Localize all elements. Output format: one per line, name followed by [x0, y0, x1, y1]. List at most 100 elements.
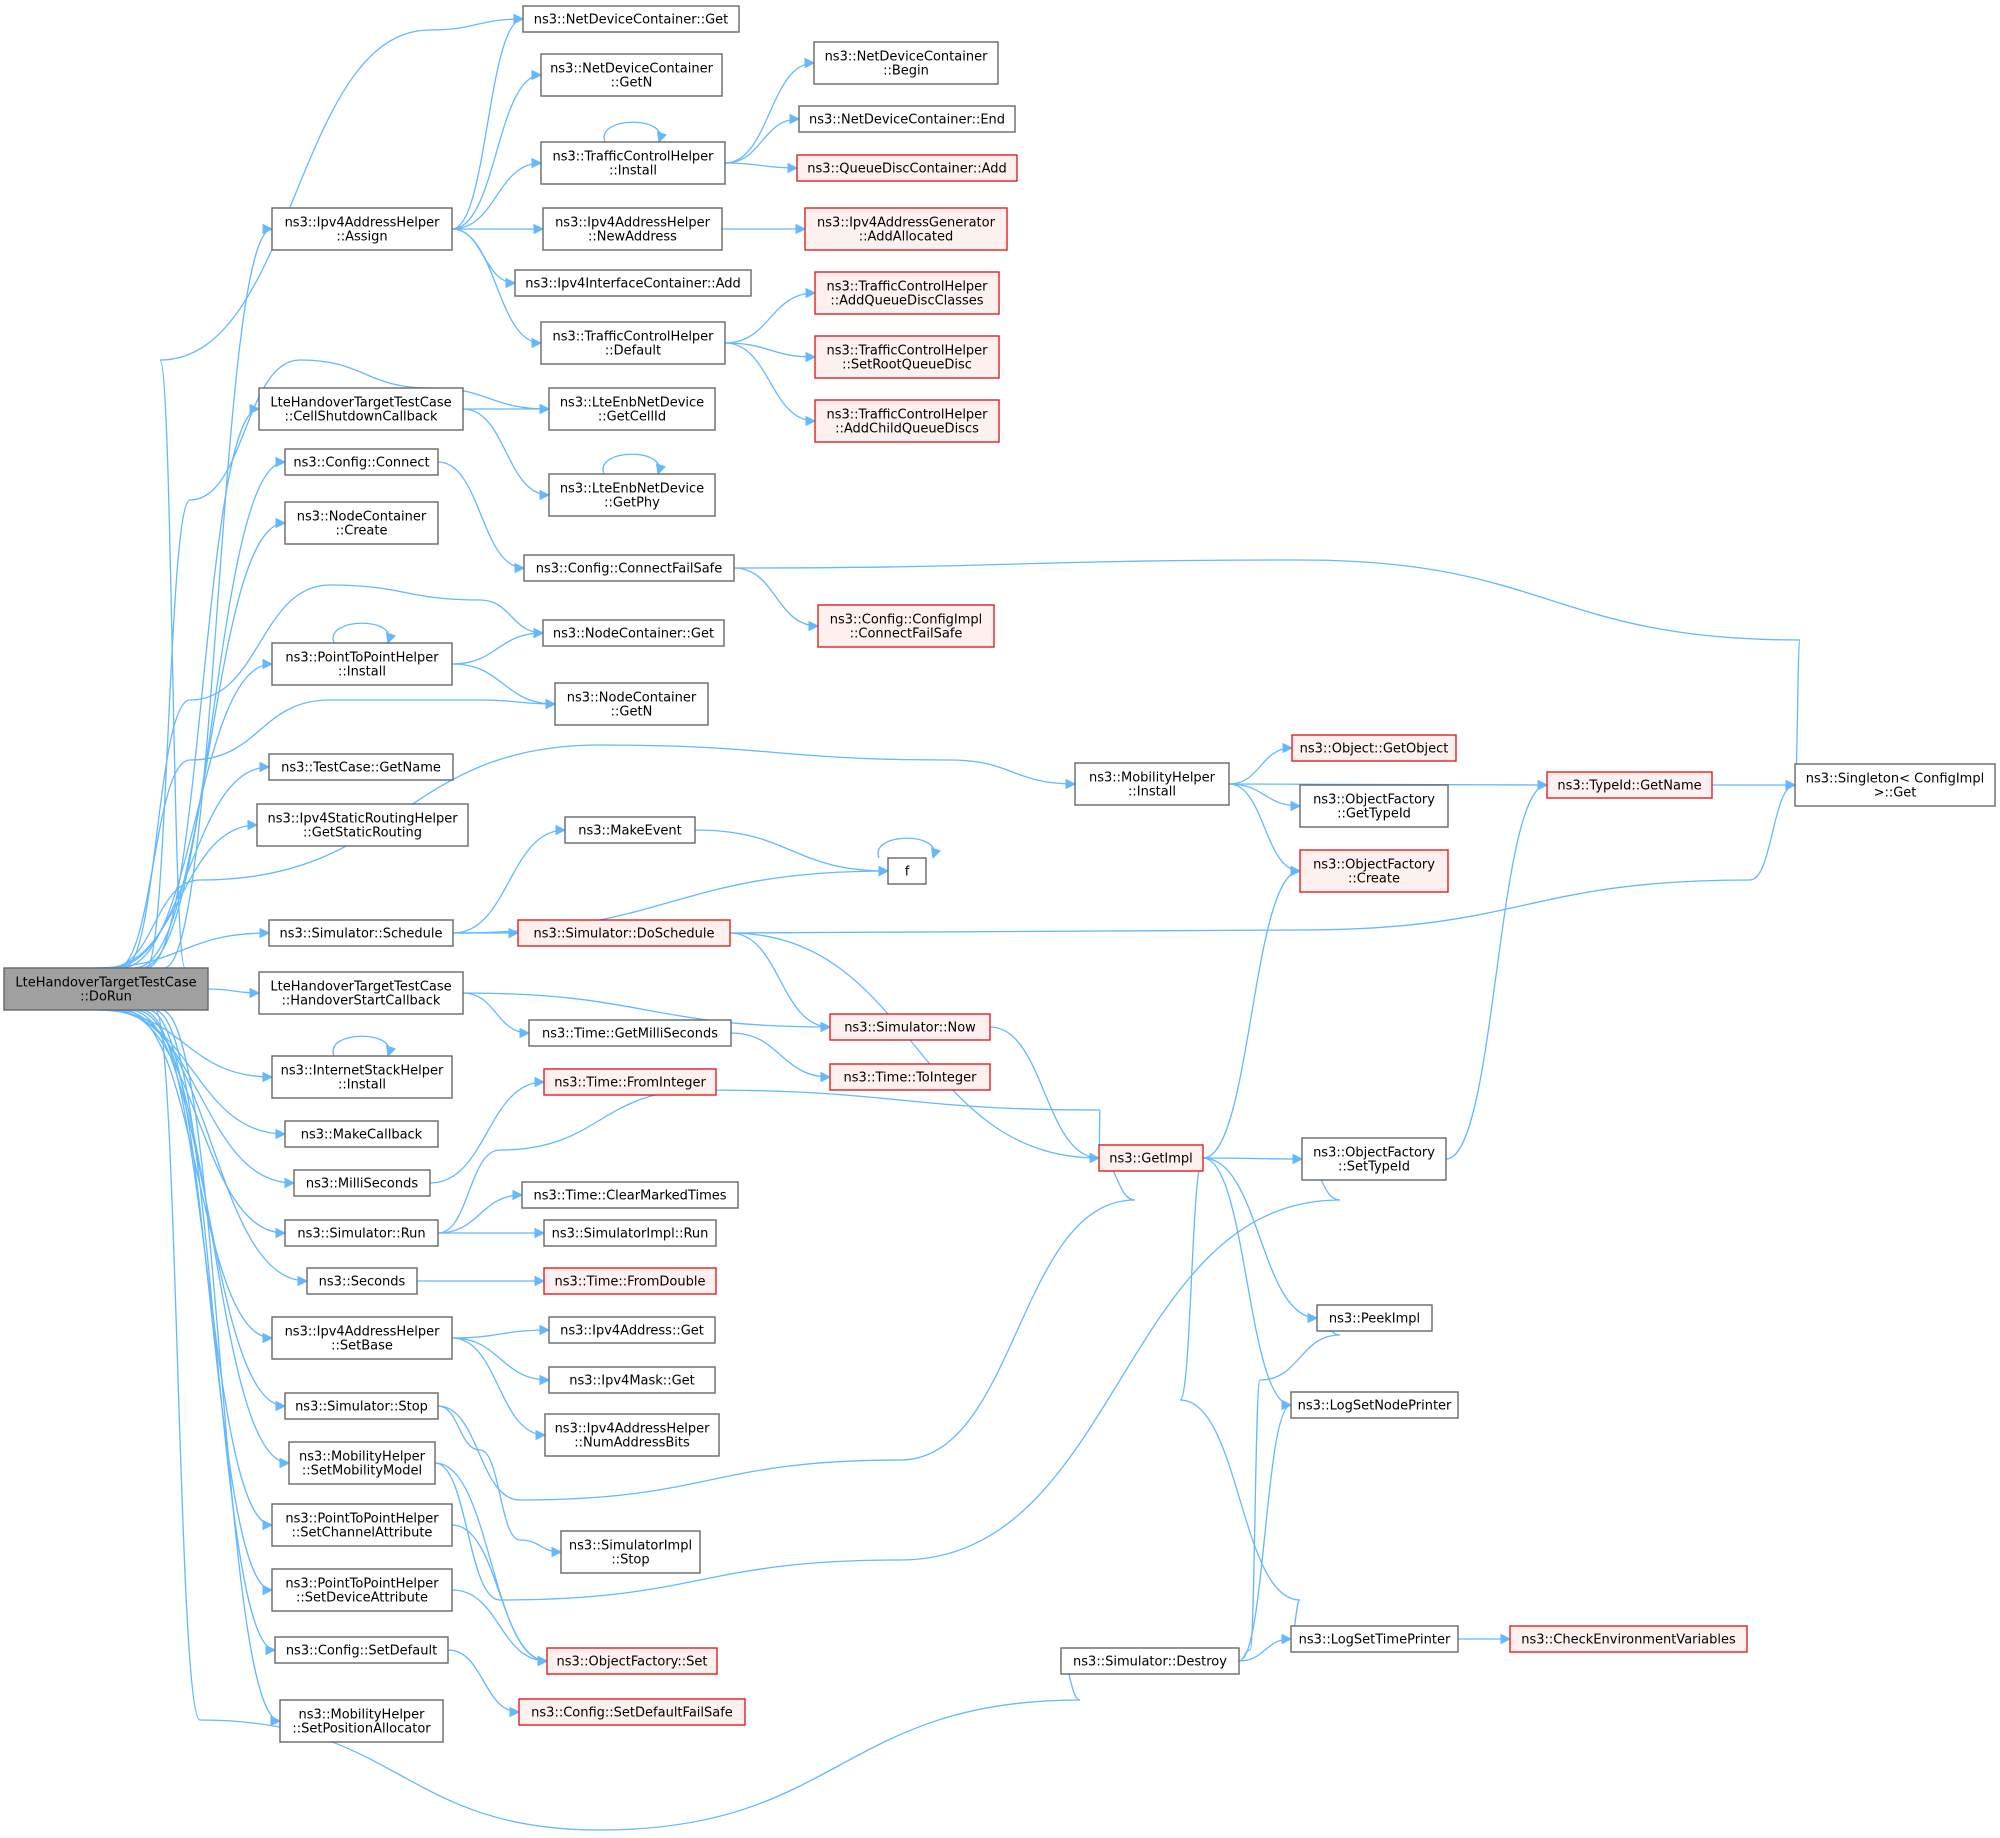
node-box [887, 857, 927, 885]
edge-line [603, 121, 661, 143]
edge-sim-destroy-to-lognodeprinter [1238, 1399, 1293, 1662]
edge-seconds-to-time-fromdouble [417, 1275, 546, 1287]
edge-arrowhead [1785, 779, 1797, 791]
node-checkenv[interactable]: ns3::CheckEnvironmentVariables [1509, 1625, 1748, 1653]
node-box [274, 1636, 449, 1664]
edge-root-to-iah-setbase [122, 1009, 274, 1344]
node-cfg-connect[interactable]: ns3::Config::Connect [284, 448, 439, 476]
node-tch-addchild[interactable]: ns3::TrafficControlHelper::AddChildQueue… [814, 399, 1000, 443]
node-mob-install[interactable]: ns3::MobilityHelper::Install [1074, 762, 1230, 806]
edge-iah-assign-to-iah-newaddr [451, 223, 545, 235]
edge-arrowhead [1065, 778, 1077, 790]
node-box [548, 1316, 716, 1344]
node-ish-install[interactable]: ns3::InternetStackHelper::Install [271, 1055, 453, 1099]
edge-arrowhead [275, 517, 287, 529]
node-nc-getn[interactable]: ns3::NodeContainer::GetN [554, 682, 709, 726]
node-tc-getname[interactable]: ns3::TestCase::GetName [268, 753, 454, 781]
node-cfg-connectfs[interactable]: ns3::Config::ConnectFailSafe [523, 554, 735, 582]
node-peekimpl[interactable]: ns3::PeekImpl [1316, 1304, 1433, 1332]
node-tch-default[interactable]: ns3::TrafficControlHelper::Default [540, 321, 726, 365]
node-iag-addalloc[interactable]: ns3::Ipv4AddressGenerator::AddAllocated [804, 207, 1008, 251]
edge-root-to-cfg-setdefault [154, 1009, 277, 1656]
node-p2p-setdevice[interactable]: ns3::PointToPointHelper::SetDeviceAttrib… [271, 1568, 453, 1612]
node-of-create[interactable]: ns3::ObjectFactory::Create [1299, 849, 1449, 893]
node-time-fromint[interactable]: ns3::Time::FromInteger [543, 1068, 717, 1096]
node-cellshutdown[interactable]: LteHandoverTargetTestCase::CellShutdownC… [258, 387, 464, 431]
edge-line [332, 622, 390, 644]
node-sim-doschedule[interactable]: ns3::Simulator::DoSchedule [517, 919, 731, 947]
node-time-clearmarked[interactable]: ns3::Time::ClearMarkedTimes [521, 1181, 739, 1209]
node-lenb-getcellid[interactable]: ns3::LteEnbNetDevice::GetCellId [548, 387, 716, 431]
node-tch-addqdc[interactable]: ns3::TrafficControlHelper::AddQueueDiscC… [814, 271, 1000, 315]
node-time-fromdouble[interactable]: ns3::Time::FromDouble [543, 1267, 717, 1295]
node-sim-now[interactable]: ns3::Simulator::Now [829, 1013, 991, 1041]
node-makecallback[interactable]: ns3::MakeCallback [284, 1120, 439, 1148]
edge-line [123, 584, 544, 969]
node-iah-numbits[interactable]: ns3::Ipv4AddressHelper::NumAddressBits [544, 1413, 720, 1457]
node-qdc-add[interactable]: ns3::QueueDiscContainer::Add [796, 154, 1018, 182]
node-label-line: ns3::Ipv4AddressGenerator [817, 216, 996, 231]
node-sim-stop[interactable]: ns3::Simulator::Stop [284, 1392, 439, 1420]
node-ipv4mask-get[interactable]: ns3::Ipv4Mask::Get [548, 1366, 716, 1394]
node-ndc-getn[interactable]: ns3::NetDeviceContainer::GetN [540, 53, 723, 97]
node-lenb-getphy[interactable]: ns3::LteEnbNetDevice::GetPhy [548, 473, 716, 517]
node-mob-setmodel[interactable]: ns3::MobilityHelper::SetMobilityModel [288, 1441, 436, 1485]
node-singleton-get[interactable]: ns3::Singleton< ConfigImpl>::Get [1794, 763, 1996, 807]
node-f[interactable]: f [887, 857, 927, 885]
edge-arrowhead [1307, 1312, 1319, 1324]
node-ndc-begin[interactable]: ns3::NetDeviceContainer::Begin [813, 41, 999, 85]
node-box [284, 1120, 439, 1148]
node-of-set[interactable]: ns3::ObjectFactory::Set [546, 1647, 718, 1675]
node-box [284, 1392, 439, 1420]
edge-arrowhead [539, 403, 551, 415]
node-makeevent[interactable]: ns3::MakeEvent [564, 816, 696, 844]
node-ndc-get[interactable]: ns3::NetDeviceContainer::Get [522, 5, 740, 33]
node-p2p-setchannel[interactable]: ns3::PointToPointHelper::SetChannelAttri… [271, 1503, 453, 1547]
node-cfgimpl-connectfs[interactable]: ns3::Config::ConfigImpl::ConnectFailSafe [817, 604, 995, 648]
node-iah-setbase[interactable]: ns3::Ipv4AddressHelper::SetBase [271, 1316, 453, 1360]
node-p2p-install[interactable]: ns3::PointToPointHelper::Install [271, 642, 453, 686]
edge-line [102, 1009, 286, 1135]
edge-arrowhead [259, 761, 271, 773]
node-label-line: ns3::NetDeviceContainer [825, 50, 989, 65]
node-ndc-end[interactable]: ns3::NetDeviceContainer::End [798, 105, 1016, 133]
node-sim-destroy[interactable]: ns3::Simulator::Destroy [1060, 1647, 1240, 1675]
node-handoverstart[interactable]: LteHandoverTargetTestCase::HandoverStart… [258, 971, 464, 1015]
node-mob-setposalloc[interactable]: ns3::MobilityHelper::SetPositionAllocato… [279, 1699, 444, 1743]
node-lognodeprinter[interactable]: ns3::LogSetNodePrinter [1290, 1391, 1459, 1419]
node-label-line: ns3::CheckEnvironmentVariables [1521, 1633, 1736, 1648]
node-ipv4addr-get[interactable]: ns3::Ipv4Address::Get [548, 1316, 716, 1344]
node-iic-add[interactable]: ns3::Ipv4InterfaceContainer::Add [514, 269, 752, 297]
node-iah-assign[interactable]: ns3::Ipv4AddressHelper::Assign [271, 207, 453, 251]
node-tch-install[interactable]: ns3::TrafficControlHelper::Install [540, 141, 726, 185]
node-cfg-setdefaultfs[interactable]: ns3::Config::SetDefaultFailSafe [518, 1698, 746, 1726]
node-box [528, 1019, 732, 1047]
node-root[interactable]: LteHandoverTargetTestCase::DoRun [3, 967, 209, 1011]
node-sim-schedule[interactable]: ns3::Simulator::Schedule [268, 919, 454, 947]
node-seconds[interactable]: ns3::Seconds [306, 1267, 418, 1295]
node-logtimeprinter[interactable]: ns3::LogSetTimePrinter [1290, 1625, 1459, 1653]
node-typeid-getname[interactable]: ns3::TypeId::GetName [1546, 771, 1713, 799]
node-nc-create[interactable]: ns3::NodeContainer::Create [284, 501, 439, 545]
edge-line [462, 408, 550, 496]
node-label-line: ::Create [336, 524, 388, 539]
node-label-line: f [905, 865, 910, 880]
edge-line [451, 74, 542, 230]
node-getimpl[interactable]: ns3::GetImpl [1098, 1144, 1204, 1172]
node-iah-newaddr[interactable]: ns3::Ipv4AddressHelper::NewAddress [542, 207, 723, 251]
node-label-line: ns3::Time::ClearMarkedTimes [533, 1189, 726, 1204]
node-milliseconds[interactable]: ns3::MilliSeconds [293, 1169, 431, 1197]
node-simimpl-stop[interactable]: ns3::SimulatorImpl::Stop [560, 1530, 701, 1574]
node-time-toint[interactable]: ns3::Time::ToInteger [829, 1063, 991, 1091]
node-of-settypeid[interactable]: ns3::ObjectFactory::SetTypeId [1301, 1137, 1447, 1181]
node-obj-getobject[interactable]: ns3::Object::GetObject [1291, 734, 1457, 762]
edge-root-to-mob-setposalloc [161, 1009, 282, 1727]
node-of-gettypeid[interactable]: ns3::ObjectFactory::GetTypeId [1299, 784, 1449, 828]
node-time-getms[interactable]: ns3::Time::GetMilliSeconds [528, 1019, 732, 1047]
node-cfg-setdefault[interactable]: ns3::Config::SetDefault [274, 1636, 449, 1664]
node-isrh-getstatic[interactable]: ns3::Ipv4StaticRoutingHelper::GetStaticR… [256, 803, 469, 847]
node-tch-setroot[interactable]: ns3::TrafficControlHelper::SetRootQueueD… [814, 335, 1000, 379]
node-sim-run[interactable]: ns3::Simulator::Run [284, 1219, 439, 1247]
node-nc-get[interactable]: ns3::NodeContainer::Get [542, 619, 725, 647]
node-simimpl-run[interactable]: ns3::SimulatorImpl::Run [543, 1219, 717, 1247]
